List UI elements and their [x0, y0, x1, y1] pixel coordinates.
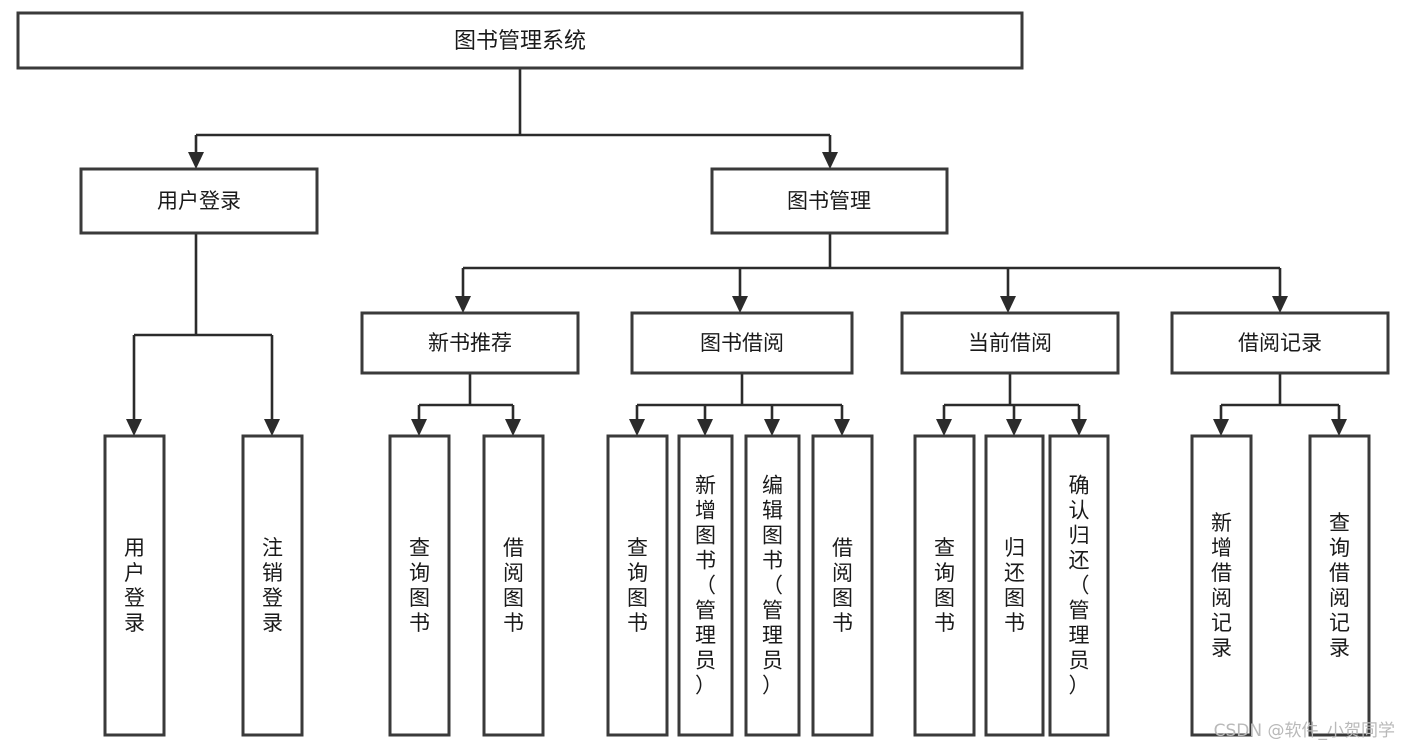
arrowhead-leaf-logout	[264, 419, 280, 436]
leaf-add-book-label: 新增图书（管理员）	[695, 474, 716, 698]
leaf-return-book-box[interactable]	[984, 434, 1045, 737]
leaf-query-book-cur-box[interactable]	[913, 434, 976, 737]
leaf-return-book-label: 归还图书	[1004, 536, 1025, 635]
leaf-add-book[interactable]: 新增图书（管理员）	[677, 434, 734, 737]
leaf-query-record-label: 查询借阅记录	[1329, 511, 1350, 660]
arrowhead-leaf-query-book	[629, 419, 645, 436]
arrowhead-leaf-query-record	[1331, 419, 1347, 436]
arrowhead-leaf-confirm-return	[1071, 419, 1087, 436]
leaf-query-book-label: 查询图书	[627, 536, 648, 635]
arrowhead-new-book-rec	[455, 296, 471, 313]
book-borrow-label: 图书借阅	[700, 331, 784, 355]
node-book-borrow[interactable]: 图书借阅	[630, 311, 854, 375]
leaf-edit-book-box[interactable]	[744, 434, 801, 737]
user-login-box[interactable]	[79, 167, 319, 235]
leaf-query-record-box[interactable]	[1308, 434, 1371, 737]
book-manage-label: 图书管理	[787, 189, 871, 213]
arrowhead-book-manage	[822, 152, 838, 169]
arrowhead-leaf-query-book-cur	[936, 419, 952, 436]
borrow-record-box[interactable]	[1170, 311, 1390, 375]
node-borrow-record[interactable]: 借阅记录	[1170, 311, 1390, 375]
root-box[interactable]	[16, 11, 1024, 70]
node-root[interactable]: 图书管理系统	[16, 11, 1024, 70]
leaf-query-book-rec[interactable]: 查询图书	[388, 434, 451, 737]
leaf-add-record[interactable]: 新增借阅记录	[1190, 434, 1253, 737]
leaf-add-record-box[interactable]	[1190, 434, 1253, 737]
leaf-confirm-return-label: 确认归还（管理员）	[1069, 474, 1090, 698]
leaf-user-login-label: 用户登录	[124, 536, 145, 635]
arrowhead-leaf-edit-book	[764, 419, 780, 436]
leaf-query-book-box[interactable]	[606, 434, 669, 737]
leaf-borrow-book-rec-box[interactable]	[482, 434, 545, 737]
leaf-query-book[interactable]: 查询图书	[606, 434, 669, 737]
leaf-query-record[interactable]: 查询借阅记录	[1308, 434, 1371, 737]
arrowhead-leaf-borrow-book	[834, 419, 850, 436]
borrow-record-label: 借阅记录	[1238, 331, 1322, 355]
leaf-borrow-book-rec[interactable]: 借阅图书	[482, 434, 545, 737]
node-new-book-rec[interactable]: 新书推荐	[360, 311, 580, 375]
leaf-borrow-book-label: 借阅图书	[832, 536, 853, 635]
root-label: 图书管理系统	[454, 29, 586, 54]
leaf-query-book-cur-label: 查询图书	[934, 536, 955, 635]
book-borrow-box[interactable]	[630, 311, 854, 375]
user-login-label: 用户登录	[157, 189, 241, 213]
leaf-query-book-rec-label: 查询图书	[409, 536, 430, 635]
arrowhead-leaf-add-book	[697, 419, 713, 436]
leaf-edit-book-label: 编辑图书（管理员）	[762, 474, 783, 698]
arrowhead-leaf-add-record	[1213, 419, 1229, 436]
leaf-logout-label: 注销登录	[262, 536, 283, 635]
leaf-query-book-rec-box[interactable]	[388, 434, 451, 737]
leaf-user-login[interactable]: 用户登录	[103, 434, 166, 737]
arrowhead-leaf-user-login	[126, 419, 142, 436]
connector-layer	[126, 68, 1347, 436]
new-book-rec-label: 新书推荐	[428, 331, 512, 355]
arrowhead-leaf-query-book-rec	[411, 419, 427, 436]
arrowhead-user-login	[188, 152, 204, 169]
leaf-add-record-label: 新增借阅记录	[1211, 511, 1232, 660]
leaf-logout[interactable]: 注销登录	[241, 434, 304, 737]
current-borrow-label: 当前借阅	[968, 331, 1052, 355]
leaf-borrow-book-box[interactable]	[811, 434, 874, 737]
leaf-confirm-return-box[interactable]	[1048, 434, 1110, 737]
arrowhead-leaf-return-book	[1006, 419, 1022, 436]
leaf-layer: 用户登录 注销登录 查询图书 借阅图书 查询图书 新增图书（管理员） 编辑图书（管理员） 借阅…	[103, 434, 1371, 737]
leaf-add-book-box[interactable]	[677, 434, 734, 737]
node-current-borrow[interactable]: 当前借阅	[900, 311, 1120, 375]
leaf-query-book-cur[interactable]: 查询图书	[913, 434, 976, 737]
leaf-borrow-book-rec-label: 借阅图书	[503, 536, 524, 635]
arrowhead-leaf-borrow-book-rec	[505, 419, 521, 436]
node-book-manage[interactable]: 图书管理	[710, 167, 949, 235]
node-user-login[interactable]: 用户登录	[79, 167, 319, 235]
leaf-logout-box[interactable]	[241, 434, 304, 737]
leaf-borrow-book[interactable]: 借阅图书	[811, 434, 874, 737]
leaf-return-book[interactable]: 归还图书	[984, 434, 1045, 737]
arrowhead-current-borrow	[1000, 296, 1016, 313]
book-manage-box[interactable]	[710, 167, 949, 235]
new-book-rec-box[interactable]	[360, 311, 580, 375]
arrowhead-borrow-record	[1272, 296, 1288, 313]
leaf-edit-book[interactable]: 编辑图书（管理员）	[744, 434, 801, 737]
leaf-confirm-return[interactable]: 确认归还（管理员）	[1048, 434, 1110, 737]
leaf-user-login-box[interactable]	[103, 434, 166, 737]
current-borrow-box[interactable]	[900, 311, 1120, 375]
arrowhead-book-borrow	[732, 296, 748, 313]
